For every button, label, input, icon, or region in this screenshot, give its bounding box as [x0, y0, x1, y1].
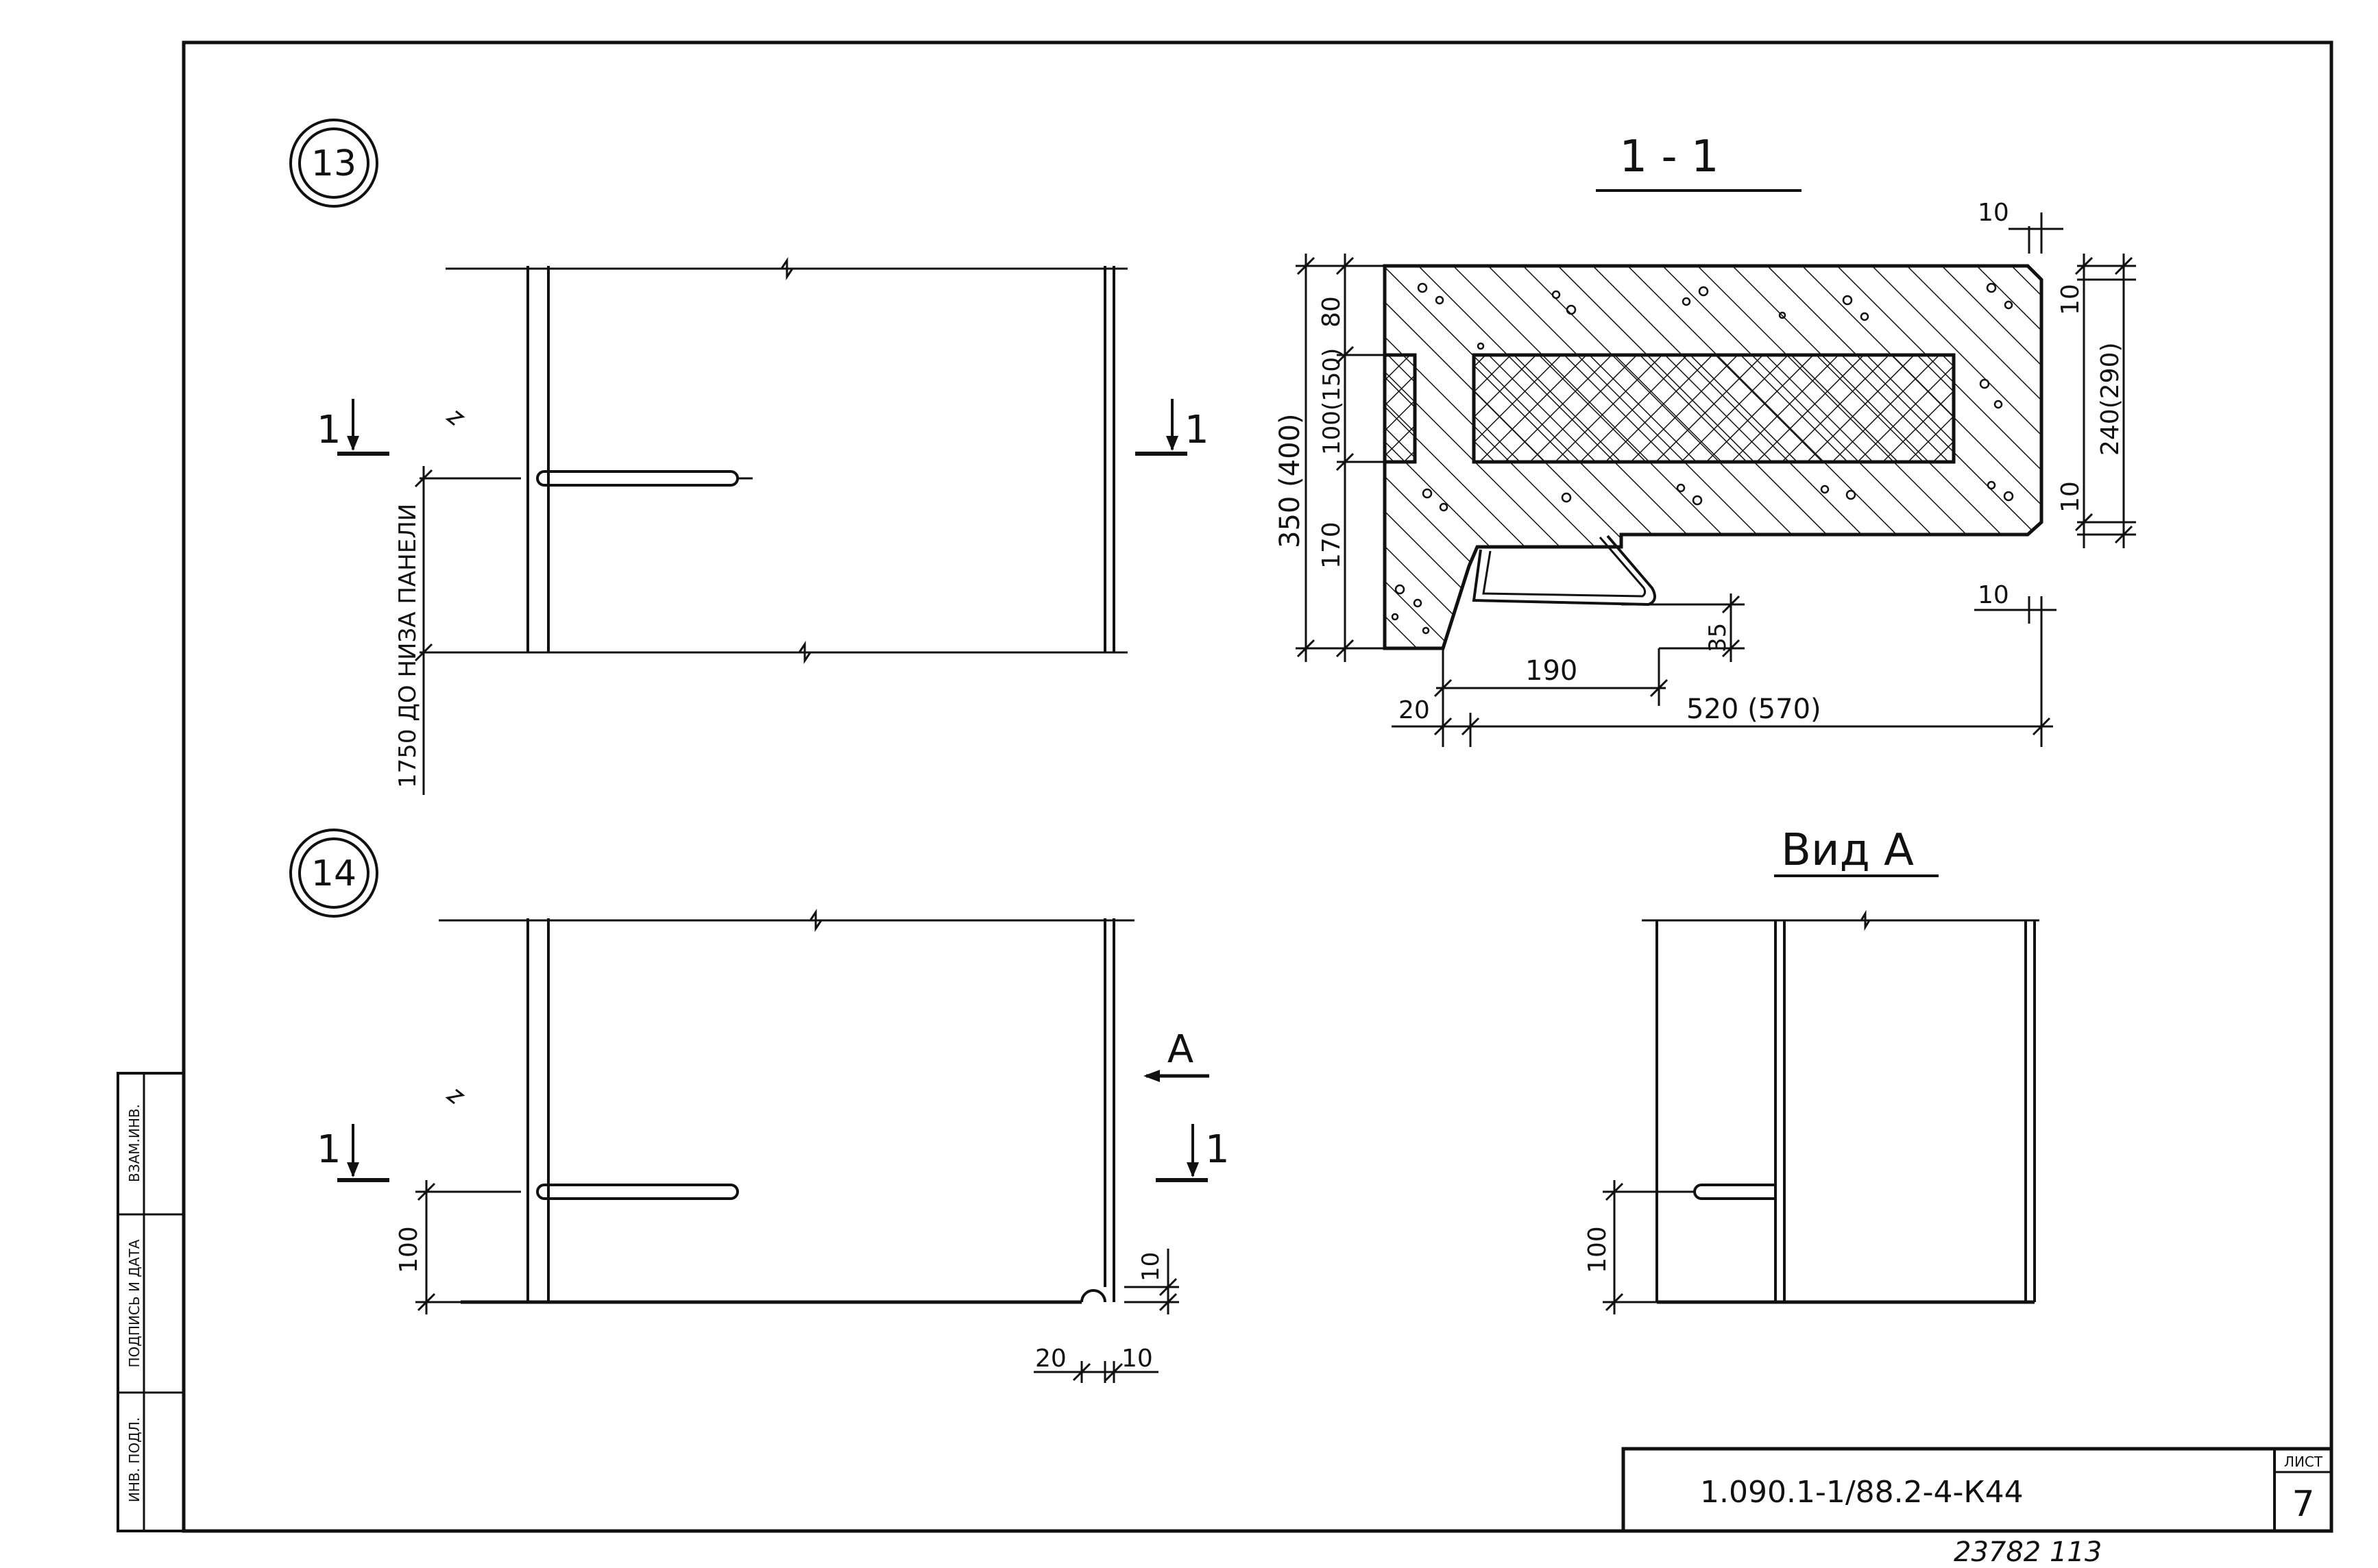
insulation-main	[1472, 353, 1956, 464]
dim-left-total: 350 (400)	[1274, 413, 1306, 548]
detail-14-cut-right-label: 1	[1205, 1127, 1230, 1172]
side-stamp: ВЗАМ.ИНВ. ПОДПИСЬ И ДАТА ИНВ. ПОДЛ.	[117, 1072, 185, 1532]
view-a: Вид А 100	[1584, 825, 2039, 1314]
dim-right-bottom: 10	[2057, 481, 2085, 513]
detail-14-number: 14	[311, 853, 356, 894]
detail-14-dim-gap: 10	[1137, 1252, 1165, 1282]
detail-14-dim-bottom-right: 10	[1121, 1345, 1153, 1373]
side-label-signature: ПОДПИСЬ И ДАТА	[126, 1239, 143, 1367]
dim-width-inner: 190	[1525, 655, 1577, 687]
side-label-original: ИНВ. ПОДЛ.	[126, 1417, 143, 1502]
detail-14-cut-left-label: 1	[317, 1127, 341, 1172]
sheet-number: 7	[2292, 1484, 2314, 1525]
doc-code: 1.090.1-1/88.2-4-К44	[1700, 1475, 2024, 1510]
dim-bottom-gap: 10	[1978, 581, 2009, 609]
sheet-frame	[182, 40, 2333, 1533]
archive-number: 23782 113	[1954, 1536, 2102, 1568]
insulation-edge	[1383, 353, 1417, 464]
detail-14: 14 100 10 20 10 1	[289, 829, 1230, 1383]
detail-13-anchor-rod	[536, 470, 739, 487]
detail-14-marker-outer	[289, 829, 378, 918]
dim-left-bottom: 170	[1318, 522, 1346, 569]
detail-14-marker-inner	[298, 837, 369, 909]
side-label-replacement: ВЗАМ.ИНВ.	[126, 1104, 143, 1182]
detail-14-anchor-rod	[536, 1184, 739, 1200]
concrete-aggregate	[1391, 282, 2014, 635]
detail-13-cut-right-label: 1	[1185, 408, 1209, 452]
detail-13-cut-left-label: 1	[317, 408, 341, 452]
detail-13-number: 13	[311, 143, 356, 184]
detail-13-marker-inner	[298, 127, 369, 199]
dim-right-height: 240(290)	[2096, 342, 2124, 456]
view-a-title: Вид А	[1781, 825, 1914, 876]
sheet-label: ЛИСТ	[2284, 1454, 2323, 1470]
detail-13-height-note: 1750 ДО НИЗА ПАНЕЛИ	[394, 504, 422, 788]
dim-left-insul: 100(150)	[1318, 348, 1346, 455]
dim-edge: 20	[1398, 696, 1430, 724]
dim-right-top: 10	[2057, 284, 2085, 315]
title-block: 1.090.1-1/88.2-4-К44 ЛИСТ 7 23782 113	[1621, 1447, 2333, 1568]
detail-14-dim-height: 100	[395, 1226, 423, 1273]
view-a-dim-height: 100	[1584, 1226, 1612, 1273]
detail-13-marker-outer	[289, 119, 378, 208]
section-1-1: 1 - 1 10 240	[1274, 132, 2136, 747]
detail-14-view-arrow-label: A	[1167, 1027, 1193, 1072]
view-a-anchor	[1693, 1184, 1775, 1200]
detail-13: 13 1750 ДО НИЗА ПАНЕЛИ 1 1	[289, 119, 1209, 795]
dim-step: 35	[1704, 623, 1732, 652]
dim-left-top: 80	[1318, 296, 1346, 328]
dim-top-gap: 10	[1978, 199, 2009, 227]
dim-width-total: 520 (570)	[1686, 694, 1821, 725]
section-title: 1 - 1	[1619, 132, 1719, 182]
detail-14-dim-bottom-left: 20	[1035, 1345, 1067, 1373]
